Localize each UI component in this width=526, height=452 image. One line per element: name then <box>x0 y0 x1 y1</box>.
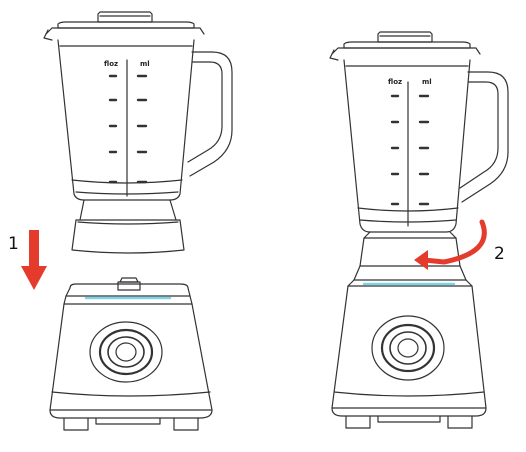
left-jar-ml-label: ml <box>140 60 150 68</box>
step-1-number: 1 <box>8 234 19 254</box>
right-jar-ml-label: ml <box>422 78 432 86</box>
left-jar-graduations <box>108 74 148 184</box>
left-blender-jar <box>43 11 233 254</box>
left-jar-floz-label: floz <box>104 60 118 68</box>
step-2-rotate-arrow <box>414 219 487 270</box>
step-2-number: 2 <box>494 244 505 264</box>
right-jar-graduations <box>390 94 430 206</box>
left-blender-base <box>49 277 213 431</box>
step-1-down-arrow <box>21 230 47 290</box>
right-blender-jar <box>329 31 509 429</box>
right-jar-floz-label: floz <box>388 78 402 86</box>
